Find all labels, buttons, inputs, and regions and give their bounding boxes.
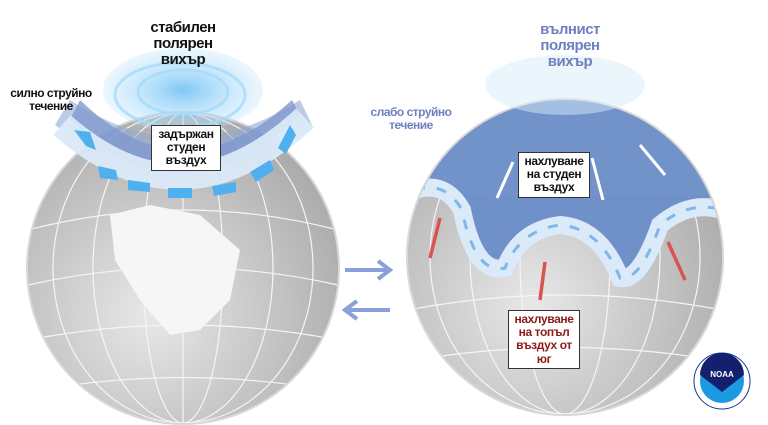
warm-air-intrusion-box: нахлуване на топъл въздух от юг xyxy=(508,310,580,369)
label-line: полярен xyxy=(540,36,600,54)
transition-arrows xyxy=(341,259,394,321)
jet-stream-arrows xyxy=(74,125,296,198)
warm-air-arrows xyxy=(428,217,687,301)
label-line: слабо струйно xyxy=(370,105,452,119)
label-line: задържан xyxy=(158,127,214,141)
cold-air-intrusion-box: нахлуване на студен въздух xyxy=(518,152,590,198)
left-globe xyxy=(26,48,340,425)
noaa-logo: NOAA xyxy=(693,352,751,410)
label-line: вихър xyxy=(160,50,206,68)
label-line: нахлуване xyxy=(514,312,574,326)
trapped-cold-air-box: задържан студен въздух xyxy=(151,125,221,171)
label-line: въздух xyxy=(533,180,575,195)
label-line: вихър xyxy=(547,52,593,70)
cold-air-arrows xyxy=(495,144,667,201)
label-line: нахлуване xyxy=(524,154,584,168)
noaa-logo-text: NOAA xyxy=(710,370,734,379)
strong-jet-label: силно струйно течение xyxy=(6,87,96,112)
label-line: студен xyxy=(166,140,206,155)
wavy-vortex-swirl xyxy=(485,55,645,115)
wavy-vortex-label: вълнист полярен вихър xyxy=(520,22,620,69)
north-america-land xyxy=(110,205,240,335)
label-line: силно струйно xyxy=(10,86,92,100)
label-line: стабилен xyxy=(150,19,216,36)
label-line: течение xyxy=(29,98,73,113)
label-line: полярен xyxy=(153,34,213,52)
right-globe xyxy=(406,55,724,416)
weak-jet-stream-band xyxy=(412,178,722,288)
stable-vortex-label: стабилен полярен вихър xyxy=(130,20,236,67)
label-line: въздух от юг xyxy=(516,338,572,366)
label-line: въздух xyxy=(165,153,207,168)
label-line: на топъл xyxy=(518,325,570,340)
label-line: течение xyxy=(389,117,433,132)
label-line: на студен xyxy=(526,167,582,182)
label-line: вълнист xyxy=(540,21,600,38)
weak-jet-label: слабо струйно течение xyxy=(366,106,456,131)
